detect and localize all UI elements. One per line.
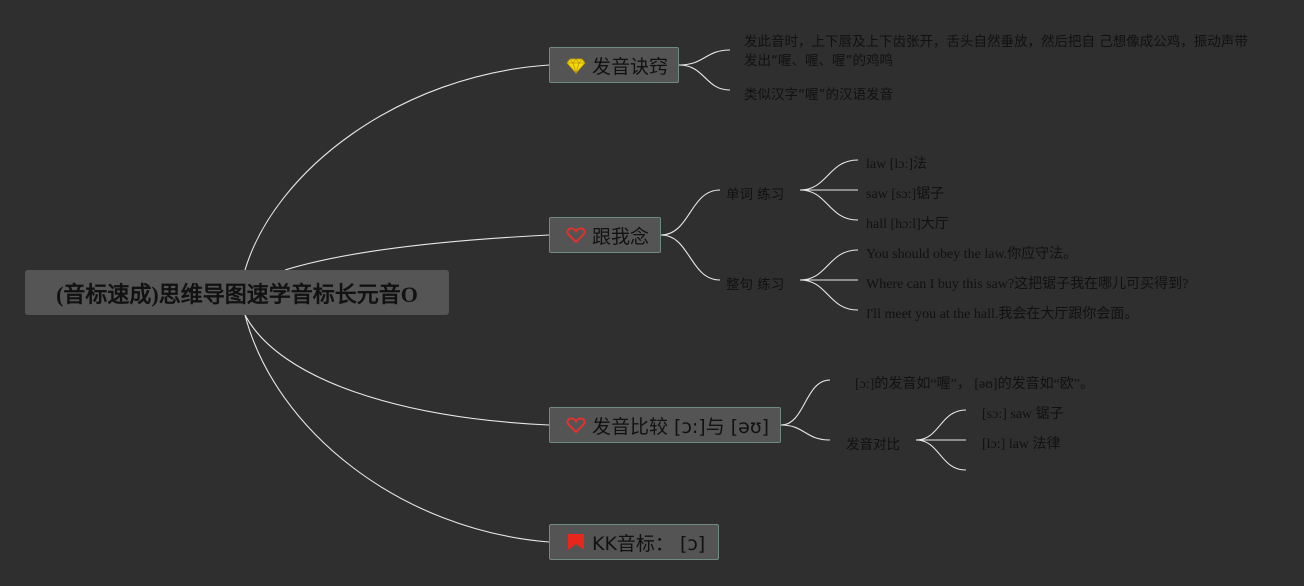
branch-label: KK音标： [ɔ]	[592, 532, 706, 555]
connector-root-compare	[244, 314, 550, 426]
root-topic[interactable]: (音标速成)思维导图速学音标长元音O	[25, 270, 449, 315]
connector-sentences-1	[799, 249, 859, 281]
connector-sentences-3	[799, 279, 859, 311]
connector-practice-sentences	[660, 234, 721, 281]
connector-compare-contrast	[780, 424, 831, 441]
connector-compare-note	[780, 379, 831, 426]
connector-contrast-1	[915, 409, 967, 441]
branch-label: 发音比较 [ɔ:]与 [əʊ]	[592, 415, 769, 438]
connector-tips-similar	[678, 64, 731, 91]
connector-contrast-3	[915, 439, 967, 471]
heart-icon	[566, 415, 586, 435]
branch-label: 跟我念	[592, 225, 650, 248]
branch-kk-phonetic[interactable]: KK音标： [ɔ]	[549, 524, 719, 560]
sentence-item[interactable]: Where can I buy this saw?这把锯子我在哪儿可买得到?	[866, 277, 1189, 292]
compare-note[interactable]: [ɔ:]的发音如“喔”， [əʊ]的发音如“欧”。	[855, 377, 1095, 392]
contrast-item[interactable]: [sɔ:] saw 锯子	[982, 407, 1064, 422]
tip-similar-sound[interactable]: 类似汉字“喔”的汉语发音	[744, 87, 893, 103]
tip-description[interactable]: 发此音时，上下唇及上下齿张开，舌头自然垂放，然后把自 己想像成公鸡，振动声带发出…	[744, 34, 1248, 69]
sentence-practice-node[interactable]: 整句 练习	[726, 277, 785, 293]
flag-icon	[566, 532, 586, 552]
branch-pronunciation-compare[interactable]: 发音比较 [ɔ:]与 [əʊ]	[549, 407, 781, 443]
word-item[interactable]: hall [hɔ:l]大厅	[866, 217, 949, 232]
heart-icon	[566, 225, 586, 245]
branch-read-with-me[interactable]: 跟我念	[549, 217, 661, 253]
word-practice-node[interactable]: 单词 练习	[726, 187, 785, 203]
sentence-item[interactable]: You should obey the law.你应守法。	[866, 247, 1078, 262]
connector-root-kk	[244, 314, 550, 543]
sentence-item[interactable]: I'll meet you at the hall.我会在大厅跟你会面。	[866, 307, 1139, 322]
branch-label: 发音诀窍	[592, 55, 669, 78]
contrast-node[interactable]: 发音对比	[846, 437, 900, 453]
connector-root-tips	[244, 64, 550, 271]
diamond-icon	[566, 55, 586, 75]
connector-words-3	[799, 189, 859, 221]
root-title: (音标速成)思维导图速学音标长元音O	[56, 281, 418, 307]
connector-tips-desc	[678, 49, 731, 66]
connector-words-1	[799, 159, 859, 191]
word-item[interactable]: law [lɔ:]法	[866, 157, 928, 172]
branch-pronunciation-tips[interactable]: 发音诀窍	[549, 47, 679, 83]
word-item[interactable]: saw [sɔ:]锯子	[866, 187, 945, 202]
contrast-item[interactable]: [lɔ:] law 法律	[982, 437, 1061, 452]
connector-root-practice	[284, 234, 550, 271]
connector-practice-words	[660, 189, 721, 236]
